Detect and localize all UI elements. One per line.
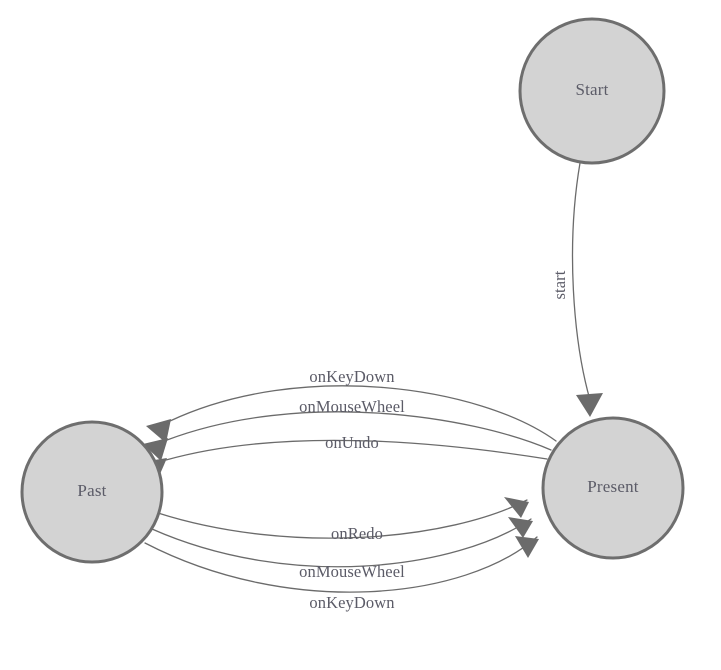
node-past[interactable]: Past xyxy=(20,420,164,564)
edge-line xyxy=(165,439,548,461)
node-past-label: Past xyxy=(77,481,106,500)
edge-label-past-present-onkeydown: onKeyDown xyxy=(309,593,394,612)
arrowhead-icon xyxy=(504,497,529,518)
edge-start-to-present[interactable] xyxy=(571,162,603,417)
node-start[interactable]: Start xyxy=(518,17,666,165)
edge-label-present-past-onkeydown: onKeyDown xyxy=(309,367,394,386)
edge-present-to-past-onmousewheel[interactable] xyxy=(143,411,552,461)
edge-label-start: start xyxy=(550,270,569,299)
edge-line xyxy=(169,385,557,442)
node-start-shape xyxy=(518,17,666,165)
node-start-label: Start xyxy=(575,80,608,99)
edge-label-present-past-onundo: onUndo xyxy=(325,433,379,452)
edge-line xyxy=(166,411,552,451)
node-present[interactable]: Present xyxy=(541,416,685,560)
node-present-label: Present xyxy=(587,477,639,496)
edge-past-to-present-onkeydown[interactable] xyxy=(144,536,539,593)
edge-label-past-present-onmousewheel: onMouseWheel xyxy=(299,562,405,581)
edge-label-present-past-onmousewheel: onMouseWheel xyxy=(299,397,405,416)
edge-line xyxy=(157,499,528,539)
node-present-shape xyxy=(541,416,685,560)
arrowhead-icon xyxy=(143,438,168,461)
edge-line xyxy=(144,536,538,593)
edge-past-to-present-onmousewheel[interactable] xyxy=(151,517,533,568)
edge-line xyxy=(151,518,532,568)
node-past-shape xyxy=(20,420,164,564)
edge-past-to-present-onredo[interactable] xyxy=(157,497,529,539)
arrowhead-icon xyxy=(576,393,603,417)
arrowhead-icon xyxy=(146,419,171,443)
arrowhead-icon xyxy=(508,517,533,538)
edge-line xyxy=(571,162,591,401)
edge-label-past-present-onredo: onRedo xyxy=(331,524,383,543)
edge-present-to-past-onkeydown[interactable] xyxy=(146,385,557,443)
arrowhead-icon xyxy=(515,536,539,558)
